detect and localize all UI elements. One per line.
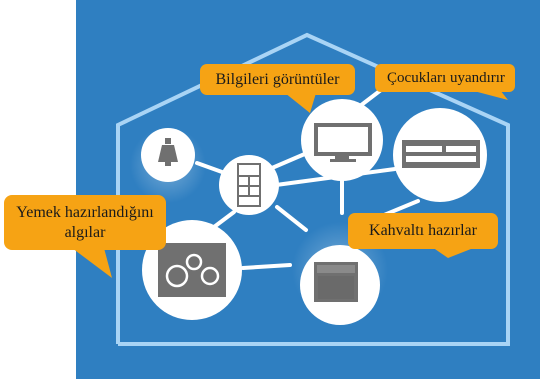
callout-displays-info-bubble — [200, 64, 355, 113]
tv-icon — [314, 123, 372, 162]
refrigerator-icon — [237, 163, 261, 207]
lamp-node — [141, 128, 195, 182]
callout-wakes-children-bubble — [375, 64, 515, 100]
oven-node — [300, 245, 380, 325]
link-cooktop-oven — [241, 263, 292, 270]
cooktop-icon — [158, 243, 226, 297]
lamp-icon — [158, 138, 178, 166]
air-conditioner-node — [393, 108, 487, 202]
callout-detects-cooking-bubble — [4, 195, 166, 278]
oven-icon — [314, 262, 358, 302]
induction-cooktop-node — [142, 220, 242, 320]
link-fridge-tv — [270, 151, 309, 170]
air-conditioner-icon — [402, 140, 480, 168]
refrigerator-node — [219, 155, 279, 215]
link-tv-ac — [358, 88, 383, 108]
television-node — [301, 99, 383, 181]
callout-prepares-breakfast-bubble — [348, 213, 498, 258]
link-fridge-oven — [275, 205, 308, 232]
